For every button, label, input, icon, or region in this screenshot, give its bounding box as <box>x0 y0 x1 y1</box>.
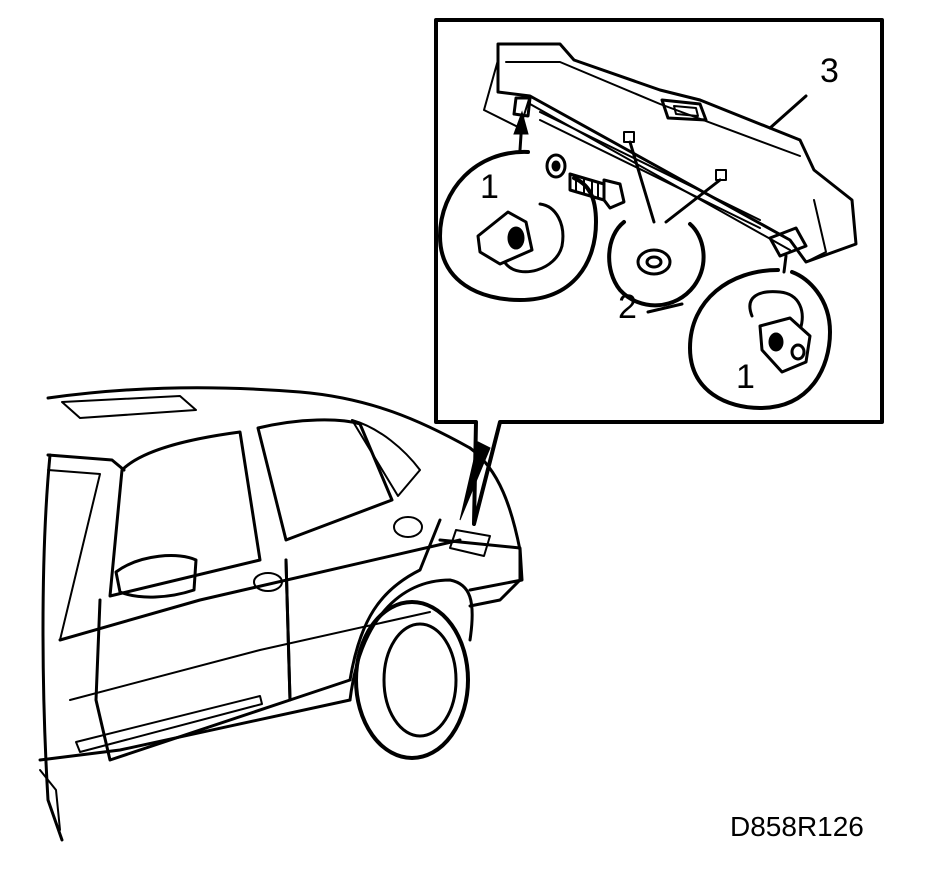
leader-3 <box>768 94 808 130</box>
towing-eye-hole-right <box>790 343 806 361</box>
leader-nut-left <box>628 140 656 224</box>
car-mirror <box>114 554 198 599</box>
panel-left-end <box>483 59 531 129</box>
bolt-thread <box>575 175 599 199</box>
detail-inset: 1 2 3 1 <box>434 18 884 526</box>
car-rub-strip <box>75 695 263 753</box>
panel-clip-hole-left <box>623 131 635 143</box>
panel-outline <box>496 42 858 264</box>
car-towing-eye-area <box>449 529 491 557</box>
car-windscreen <box>47 469 101 641</box>
car-rear-window <box>256 418 394 542</box>
callout-panel: 3 <box>820 52 839 90</box>
panel-clip-hole-right <box>715 169 727 181</box>
callout-eye-left: 1 <box>480 168 499 206</box>
car-front-body <box>41 453 64 842</box>
car-rear-rim <box>382 622 458 738</box>
car-illustration <box>38 386 524 842</box>
detail-circle-middle <box>607 140 722 314</box>
car-roof <box>46 386 472 450</box>
nut-outer <box>636 248 672 276</box>
car-quarter-window <box>351 419 421 497</box>
nut-inner <box>645 255 663 269</box>
leader-2 <box>646 302 684 314</box>
car-sunroof <box>61 395 197 419</box>
car-door-handle <box>253 572 283 592</box>
panel-latch <box>660 98 708 122</box>
callout-nut: 2 <box>618 288 637 326</box>
panel-eye-recess <box>768 226 808 258</box>
callout-eye-right: 1 <box>736 358 755 396</box>
detail-frame <box>434 18 884 526</box>
car-fuel-flap <box>393 516 423 538</box>
car-side-crease <box>69 611 431 701</box>
leader-nut-right <box>664 178 722 224</box>
car-front-edge <box>46 453 126 472</box>
panel-latch-inner <box>673 105 699 117</box>
washer <box>545 153 567 179</box>
car-front-light <box>39 769 61 831</box>
circle-left-outline <box>438 149 598 302</box>
towing-eye-nut-left <box>507 226 525 250</box>
towing-eye-body-left <box>476 210 534 266</box>
rear-panel <box>483 42 858 264</box>
panel-rib-2 <box>539 119 761 229</box>
reference-code: D858R126 <box>730 811 864 842</box>
leader-left-eye-arrow <box>513 110 529 135</box>
panel-eye-recess-left <box>512 96 532 118</box>
car-beltline <box>58 538 462 642</box>
bolt-head <box>602 178 626 210</box>
circle-right-outline <box>688 268 832 410</box>
detail-circle-right <box>688 254 832 410</box>
detail-pointer-arrow <box>459 441 491 521</box>
towing-eye-nut-right <box>768 332 784 352</box>
car-rear-bumper <box>438 538 524 592</box>
car-wheel-arch <box>348 578 474 702</box>
car-rear-door <box>284 518 442 702</box>
leader-right-eye <box>782 254 788 274</box>
washer-hole <box>551 160 561 172</box>
car-sill <box>38 698 352 762</box>
detail-circle-left <box>438 110 626 302</box>
towing-eye-loop-right <box>748 290 804 332</box>
panel-right-end <box>805 199 827 263</box>
panel-upper-edge <box>505 61 801 157</box>
car-front-window <box>108 430 262 598</box>
circle-middle-outline <box>607 220 706 308</box>
car-rear-tyre <box>354 600 470 760</box>
panel-rib-1 <box>539 111 761 221</box>
